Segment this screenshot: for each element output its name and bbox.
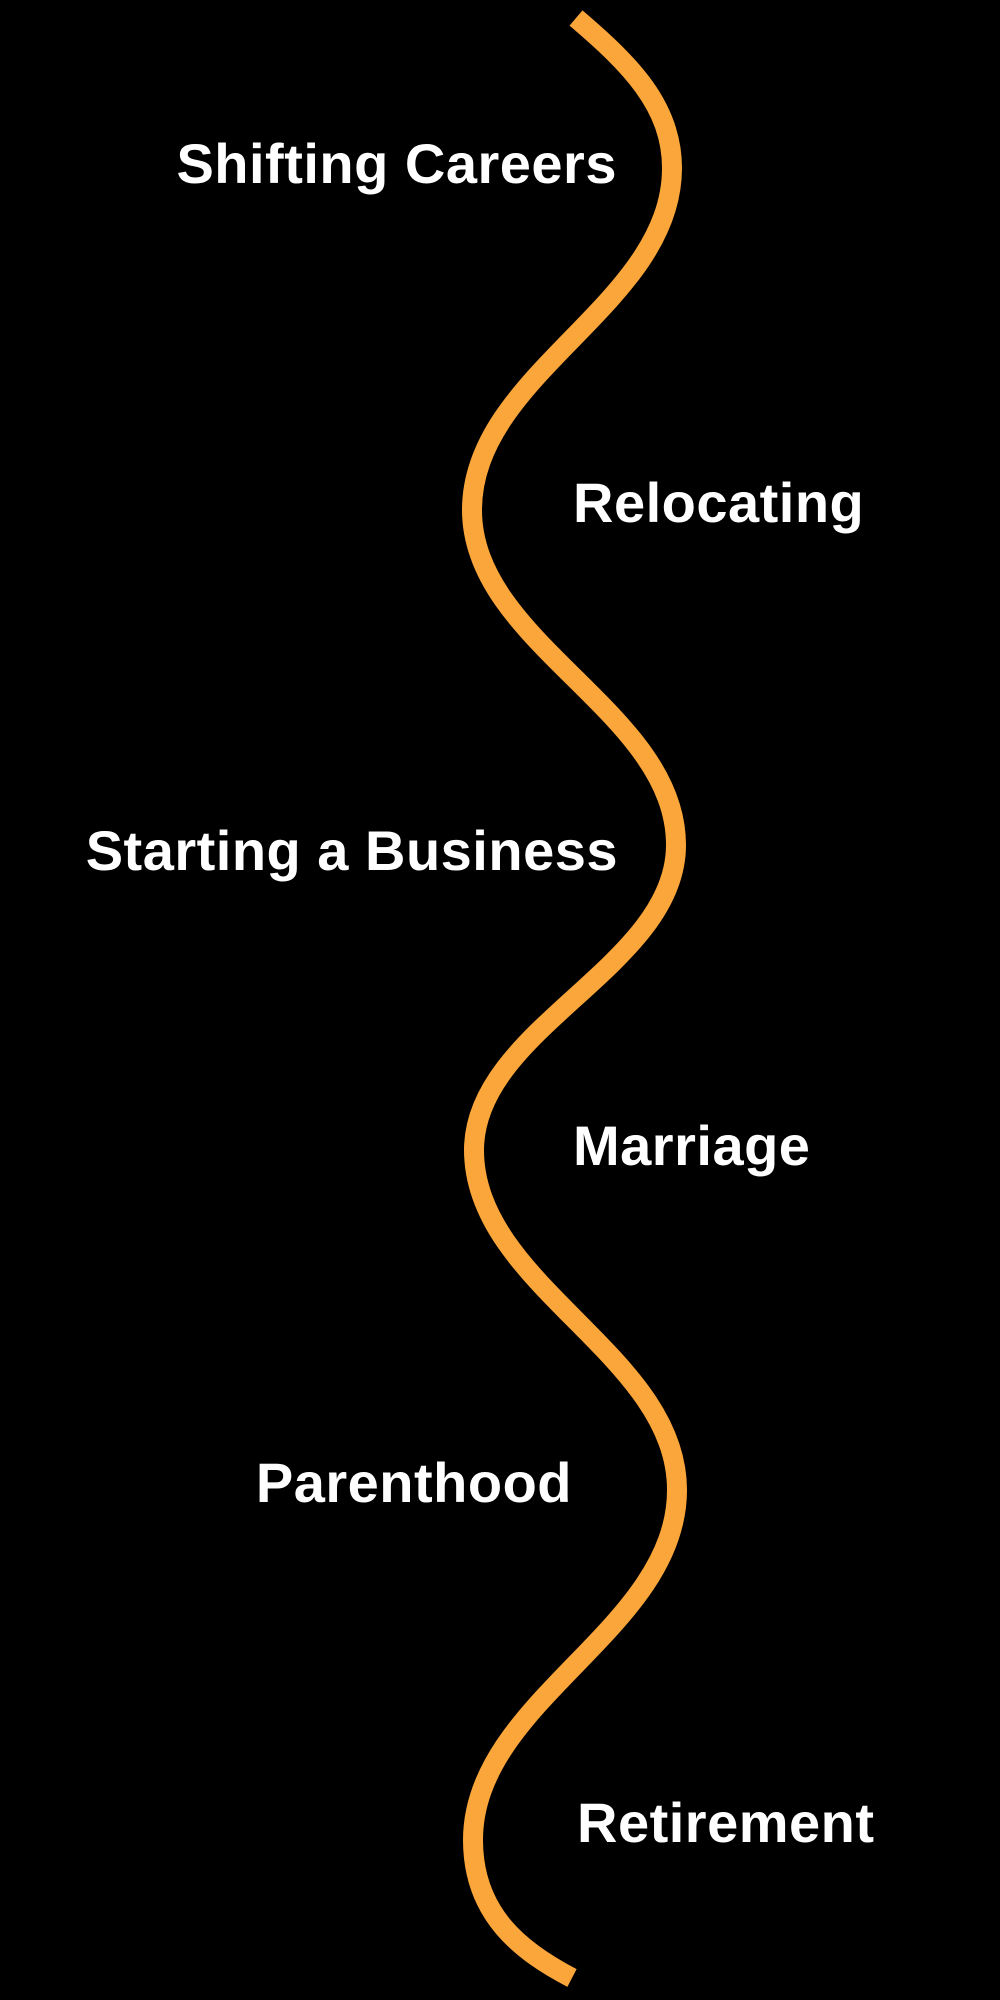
- label-shifting-careers: Shifting Careers: [176, 132, 617, 195]
- label-marriage: Marriage: [573, 1114, 811, 1177]
- label-retirement: Retirement: [577, 1791, 875, 1854]
- label-relocating: Relocating: [573, 471, 865, 534]
- label-starting-a-business: Starting a Business: [85, 819, 618, 882]
- journey-curve-path: [462, 10, 687, 1987]
- label-parenthood: Parenthood: [255, 1451, 572, 1514]
